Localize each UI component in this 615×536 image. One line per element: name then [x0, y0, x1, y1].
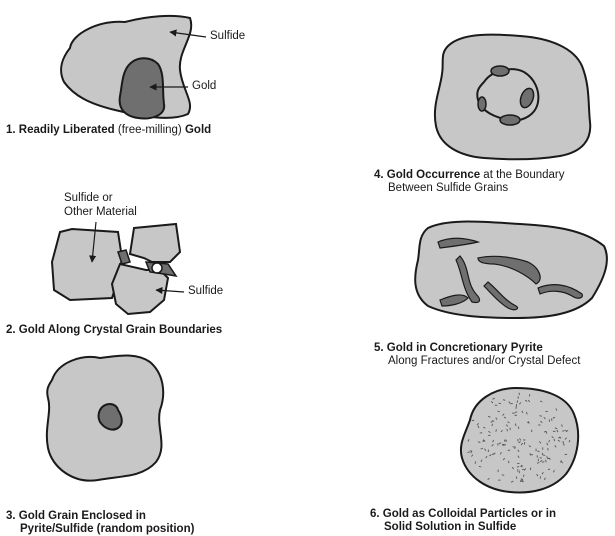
boundary-gold-bottom — [500, 115, 520, 125]
colloidal-particle — [503, 400, 505, 401]
caption-bold-a: Readily Liberated — [19, 124, 115, 136]
colloidal-particle — [496, 429, 497, 431]
other-material-label-line2: Other Material — [64, 206, 137, 219]
caption-plain: (free-milling) — [115, 124, 185, 136]
colloidal-particle — [540, 476, 541, 478]
panel-6-graphic — [461, 388, 578, 492]
sulfide-label-panel-1: Sulfide — [210, 30, 245, 43]
boundary-gold-top — [491, 66, 509, 76]
caption-number: 6. — [370, 508, 380, 520]
caption-plain: at the Boundary — [480, 169, 564, 181]
sulfide-grain-top — [130, 224, 180, 262]
colloidal-particle — [492, 421, 494, 422]
colloidal-particle — [515, 412, 517, 413]
sulfide-grain-left — [52, 229, 122, 300]
caption-number: 5. — [374, 342, 384, 354]
gold-grain — [120, 58, 165, 118]
colloidal-particle — [498, 470, 499, 472]
colloidal-particle — [502, 475, 504, 476]
caption-number: 4. — [374, 169, 384, 181]
caption-panel-6: 6. Gold as Colloidal Particles or in Sol… — [370, 508, 556, 534]
caption-number: 1. — [6, 124, 16, 136]
colloidal-particle — [562, 431, 564, 432]
caption-bold: Gold Along Crystal Grain Boundaries — [19, 324, 222, 336]
panel-1-graphic — [61, 16, 206, 119]
caption-number: 2. — [6, 324, 16, 336]
colloidal-particle — [543, 455, 545, 456]
caption-panel-3: 3. Gold Grain Enclosed in Pyrite/Sulfide… — [6, 510, 194, 536]
gold-grain — [99, 404, 122, 430]
colloidal-particle — [549, 419, 550, 421]
boundary-gold-left — [478, 97, 486, 111]
panel-2-graphic — [52, 222, 184, 314]
caption-line2: Along Fractures and/or Crystal Defect — [374, 355, 580, 368]
caption-bold: Gold in Concretionary Pyrite — [387, 342, 543, 354]
panel-3-graphic — [47, 356, 163, 481]
panel-4-graphic — [435, 35, 590, 160]
caption-line1: Gold as Colloidal Particles or in — [383, 508, 556, 520]
caption-panel-5: 5. Gold in Concretionary Pyrite Along Fr… — [374, 342, 580, 368]
colloidal-particle — [516, 477, 517, 479]
caption-line2: Between Sulfide Grains — [374, 182, 565, 195]
sulfide-label-panel-2: Sulfide — [188, 285, 223, 298]
colloidal-particle — [537, 463, 539, 464]
caption-panel-1: 1. Readily Liberated (free-milling) Gold — [6, 124, 211, 137]
colloidal-particle — [542, 453, 543, 455]
caption-number: 3. — [6, 510, 16, 522]
gold-label-panel-1: Gold — [192, 80, 216, 93]
caption-bold: Gold Occurrence — [387, 169, 480, 181]
other-material-label-line1: Sulfide or — [64, 192, 113, 205]
colloidal-particle — [475, 461, 476, 463]
caption-line1: Gold Grain Enclosed in — [19, 510, 146, 522]
caption-panel-2: 2. Gold Along Crystal Grain Boundaries — [6, 324, 222, 337]
colloidal-particle — [513, 447, 515, 448]
gold-boundary-c — [152, 263, 162, 273]
caption-line2: Solid Solution in Sulfide — [370, 521, 556, 534]
colloidal-particle — [564, 443, 565, 445]
caption-bold-b: Gold — [185, 124, 211, 136]
caption-line2: Pyrite/Sulfide (random position) — [6, 523, 194, 536]
panel-5-graphic — [415, 222, 607, 319]
caption-panel-4: 4. Gold Occurrence at the Boundary Betwe… — [374, 169, 565, 195]
colloidal-particle — [517, 467, 519, 468]
